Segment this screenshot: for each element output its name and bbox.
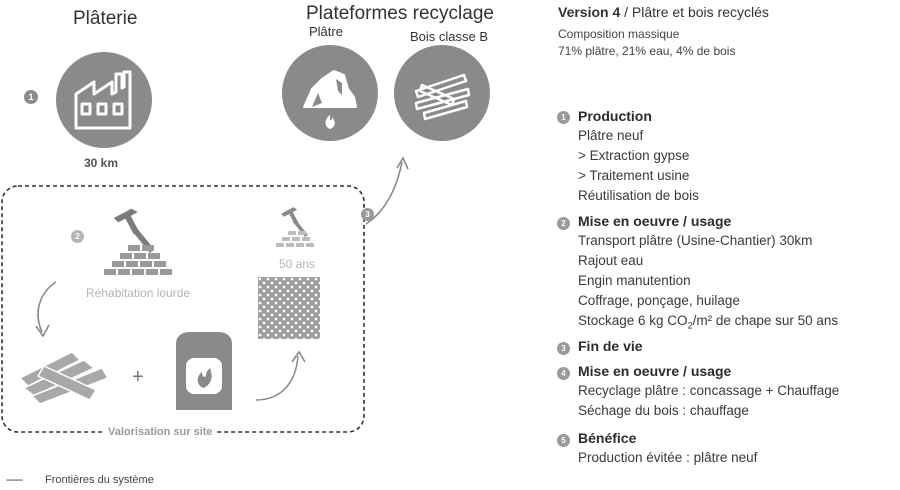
- platre-platform-circle: [282, 45, 378, 141]
- platerie-title: Plâterie: [73, 8, 138, 29]
- version-heading: Version 4 / Plâtre et bois recyclés: [558, 4, 769, 20]
- section-1-item-2: > Extraction gypse: [578, 148, 690, 163]
- planks-icon: [19, 351, 109, 405]
- bois-platform-label: Bois classe B: [410, 29, 489, 44]
- platerie-circle: [56, 52, 152, 148]
- section-1-title: Production: [578, 108, 652, 124]
- section-4-badge: 4: [557, 367, 570, 380]
- composition-title: Composition massique: [558, 27, 680, 41]
- section-2-item-4: Coffrage, ponçage, huilage: [578, 293, 740, 308]
- wood-planks-icon: [414, 73, 471, 121]
- section-5-item-1: Production évitée : plâtre neuf: [578, 450, 758, 465]
- version-rest: / Plâtre et bois recyclés: [620, 4, 769, 20]
- plus-sign: +: [132, 366, 144, 388]
- valorisation-label: Valorisation sur site: [104, 426, 217, 438]
- section-5-badge: 5: [557, 434, 570, 447]
- rehab-label: Réhabitation lourde: [86, 286, 191, 300]
- section-1-badge: 1: [557, 111, 570, 124]
- stove-icon: [176, 332, 232, 410]
- section-5-title: Bénéfice: [578, 430, 637, 446]
- composition-values: 71% plâtre, 21% eau, 4% de bois: [558, 44, 736, 58]
- step-3-badge: 3: [361, 208, 374, 221]
- legend-dash: ------: [6, 474, 23, 486]
- plateformes-title: Plateformes recyclage: [306, 3, 494, 24]
- bricks-icon: [104, 245, 172, 275]
- storage-pre: Stockage 6 kg CO: [578, 313, 688, 328]
- section-4-title: Mise en oeuvre / usage: [578, 363, 732, 379]
- gypsum-rock-icon: [303, 70, 357, 108]
- section-4-item-1: Recyclage plâtre : concassage + Chauffag…: [578, 383, 840, 398]
- section-3-title: Fin de vie: [578, 338, 643, 354]
- platre-platform-label: Plâtre: [309, 24, 343, 39]
- bois-platform-circle: [394, 45, 490, 141]
- section-1-item-3: > Traitement usine: [578, 168, 690, 183]
- section-3-badge: 3: [557, 342, 570, 355]
- section-1-item-4: Réutilisation de bois: [578, 188, 699, 203]
- section-1-item-1: Plâtre neuf: [578, 128, 644, 143]
- factory-icon: [74, 70, 132, 130]
- flame-icon: [325, 115, 335, 129]
- screed-pattern-icon: [258, 277, 320, 339]
- section-2-item-3: Engin manutention: [578, 273, 691, 288]
- section-4-item-2: Séchage du bois : chauffage: [578, 403, 749, 418]
- section-2-item-2: Rajout eau: [578, 253, 644, 268]
- storage-post: /m² de chape sur 50 ans: [692, 313, 839, 328]
- bricks-icon-small: [276, 231, 314, 247]
- section-2-title: Mise en oeuvre / usage: [578, 213, 732, 229]
- section-2-item-1: Transport plâtre (Usine-Chantier) 30km: [578, 233, 813, 248]
- storage-sub: 2: [687, 320, 693, 331]
- platerie-distance: 30 km: [84, 156, 119, 170]
- step-2-badge: 2: [71, 230, 84, 243]
- legend-text: Frontières du système: [45, 474, 154, 486]
- step-1-badge: 1: [24, 90, 38, 104]
- section-2-storage: Stockage 6 kg CO2/m² de chape sur 50 ans: [578, 313, 838, 331]
- section-2-badge: 2: [557, 217, 570, 230]
- years-label: 50 ans: [279, 257, 316, 271]
- version-bold: Version 4: [558, 4, 621, 20]
